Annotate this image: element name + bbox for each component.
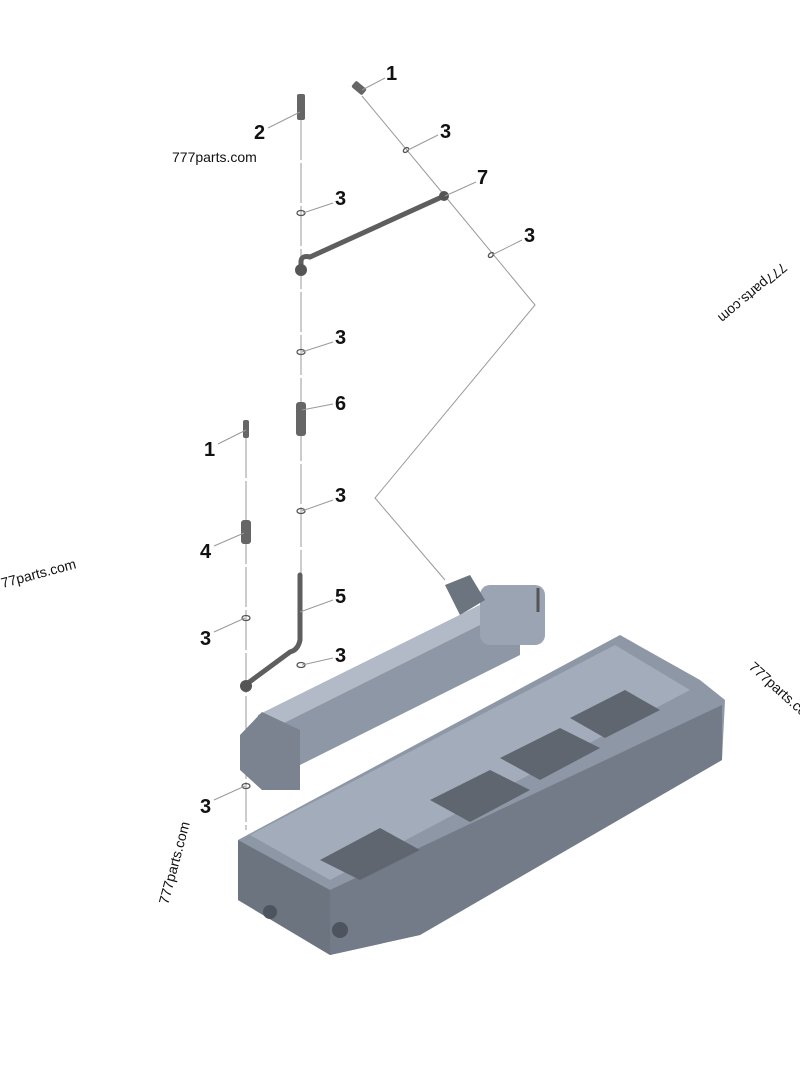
leader-line bbox=[301, 499, 334, 512]
egr-cooler bbox=[240, 575, 545, 790]
leader-line bbox=[301, 657, 334, 666]
adapter-6 bbox=[296, 402, 306, 436]
callout-3: 3 bbox=[524, 225, 535, 247]
callout-group: 1 3 2 7 3 3 3 6 1 3 4 5 3 3 3 bbox=[200, 63, 535, 818]
leader-line bbox=[213, 617, 246, 633]
bolt-1 bbox=[243, 420, 249, 438]
watermark-text: 777parts.com bbox=[715, 260, 790, 327]
callout-4: 4 bbox=[200, 541, 212, 563]
watermark-text: 777parts.com bbox=[746, 658, 800, 727]
watermark-text: 777parts.com bbox=[0, 555, 78, 592]
callout-1: 1 bbox=[386, 63, 397, 85]
leader-line bbox=[213, 532, 245, 547]
leader-line bbox=[361, 77, 386, 91]
callout-3: 3 bbox=[335, 327, 346, 349]
leader-line bbox=[301, 341, 334, 353]
callout-6: 6 bbox=[335, 393, 346, 415]
adapter-2 bbox=[297, 94, 305, 120]
callout-3: 3 bbox=[200, 628, 211, 650]
leader-line bbox=[299, 599, 334, 613]
callout-3: 3 bbox=[335, 645, 346, 667]
bolt-1 bbox=[351, 81, 367, 95]
adapter-4 bbox=[241, 520, 251, 544]
callout-5: 5 bbox=[335, 586, 346, 608]
callout-7: 7 bbox=[477, 167, 488, 189]
leader-line bbox=[213, 785, 246, 801]
banjo-fitting bbox=[295, 264, 307, 276]
banjo-fitting bbox=[240, 680, 252, 692]
callout-3: 3 bbox=[440, 121, 451, 143]
banjo-fitting bbox=[439, 191, 449, 201]
leader-line bbox=[444, 181, 477, 197]
watermark-text: 777parts.com bbox=[172, 149, 257, 165]
leader-line bbox=[217, 429, 247, 445]
cylinder-head bbox=[238, 635, 725, 955]
leader-line bbox=[491, 239, 523, 256]
watermark-text: 777parts.com bbox=[155, 820, 192, 906]
callout-2: 2 bbox=[254, 122, 265, 144]
leader-line bbox=[267, 111, 301, 129]
leader-line bbox=[302, 202, 334, 214]
seal-rings bbox=[241, 146, 495, 790]
callout-3: 3 bbox=[335, 188, 346, 210]
tube-assembly-5 bbox=[245, 572, 303, 686]
tube-assembly-7 bbox=[298, 193, 447, 268]
callout-3: 3 bbox=[200, 796, 211, 818]
callout-3: 3 bbox=[335, 485, 346, 507]
leader-line bbox=[301, 403, 334, 411]
leader-line bbox=[407, 134, 439, 151]
callout-1: 1 bbox=[204, 439, 215, 461]
